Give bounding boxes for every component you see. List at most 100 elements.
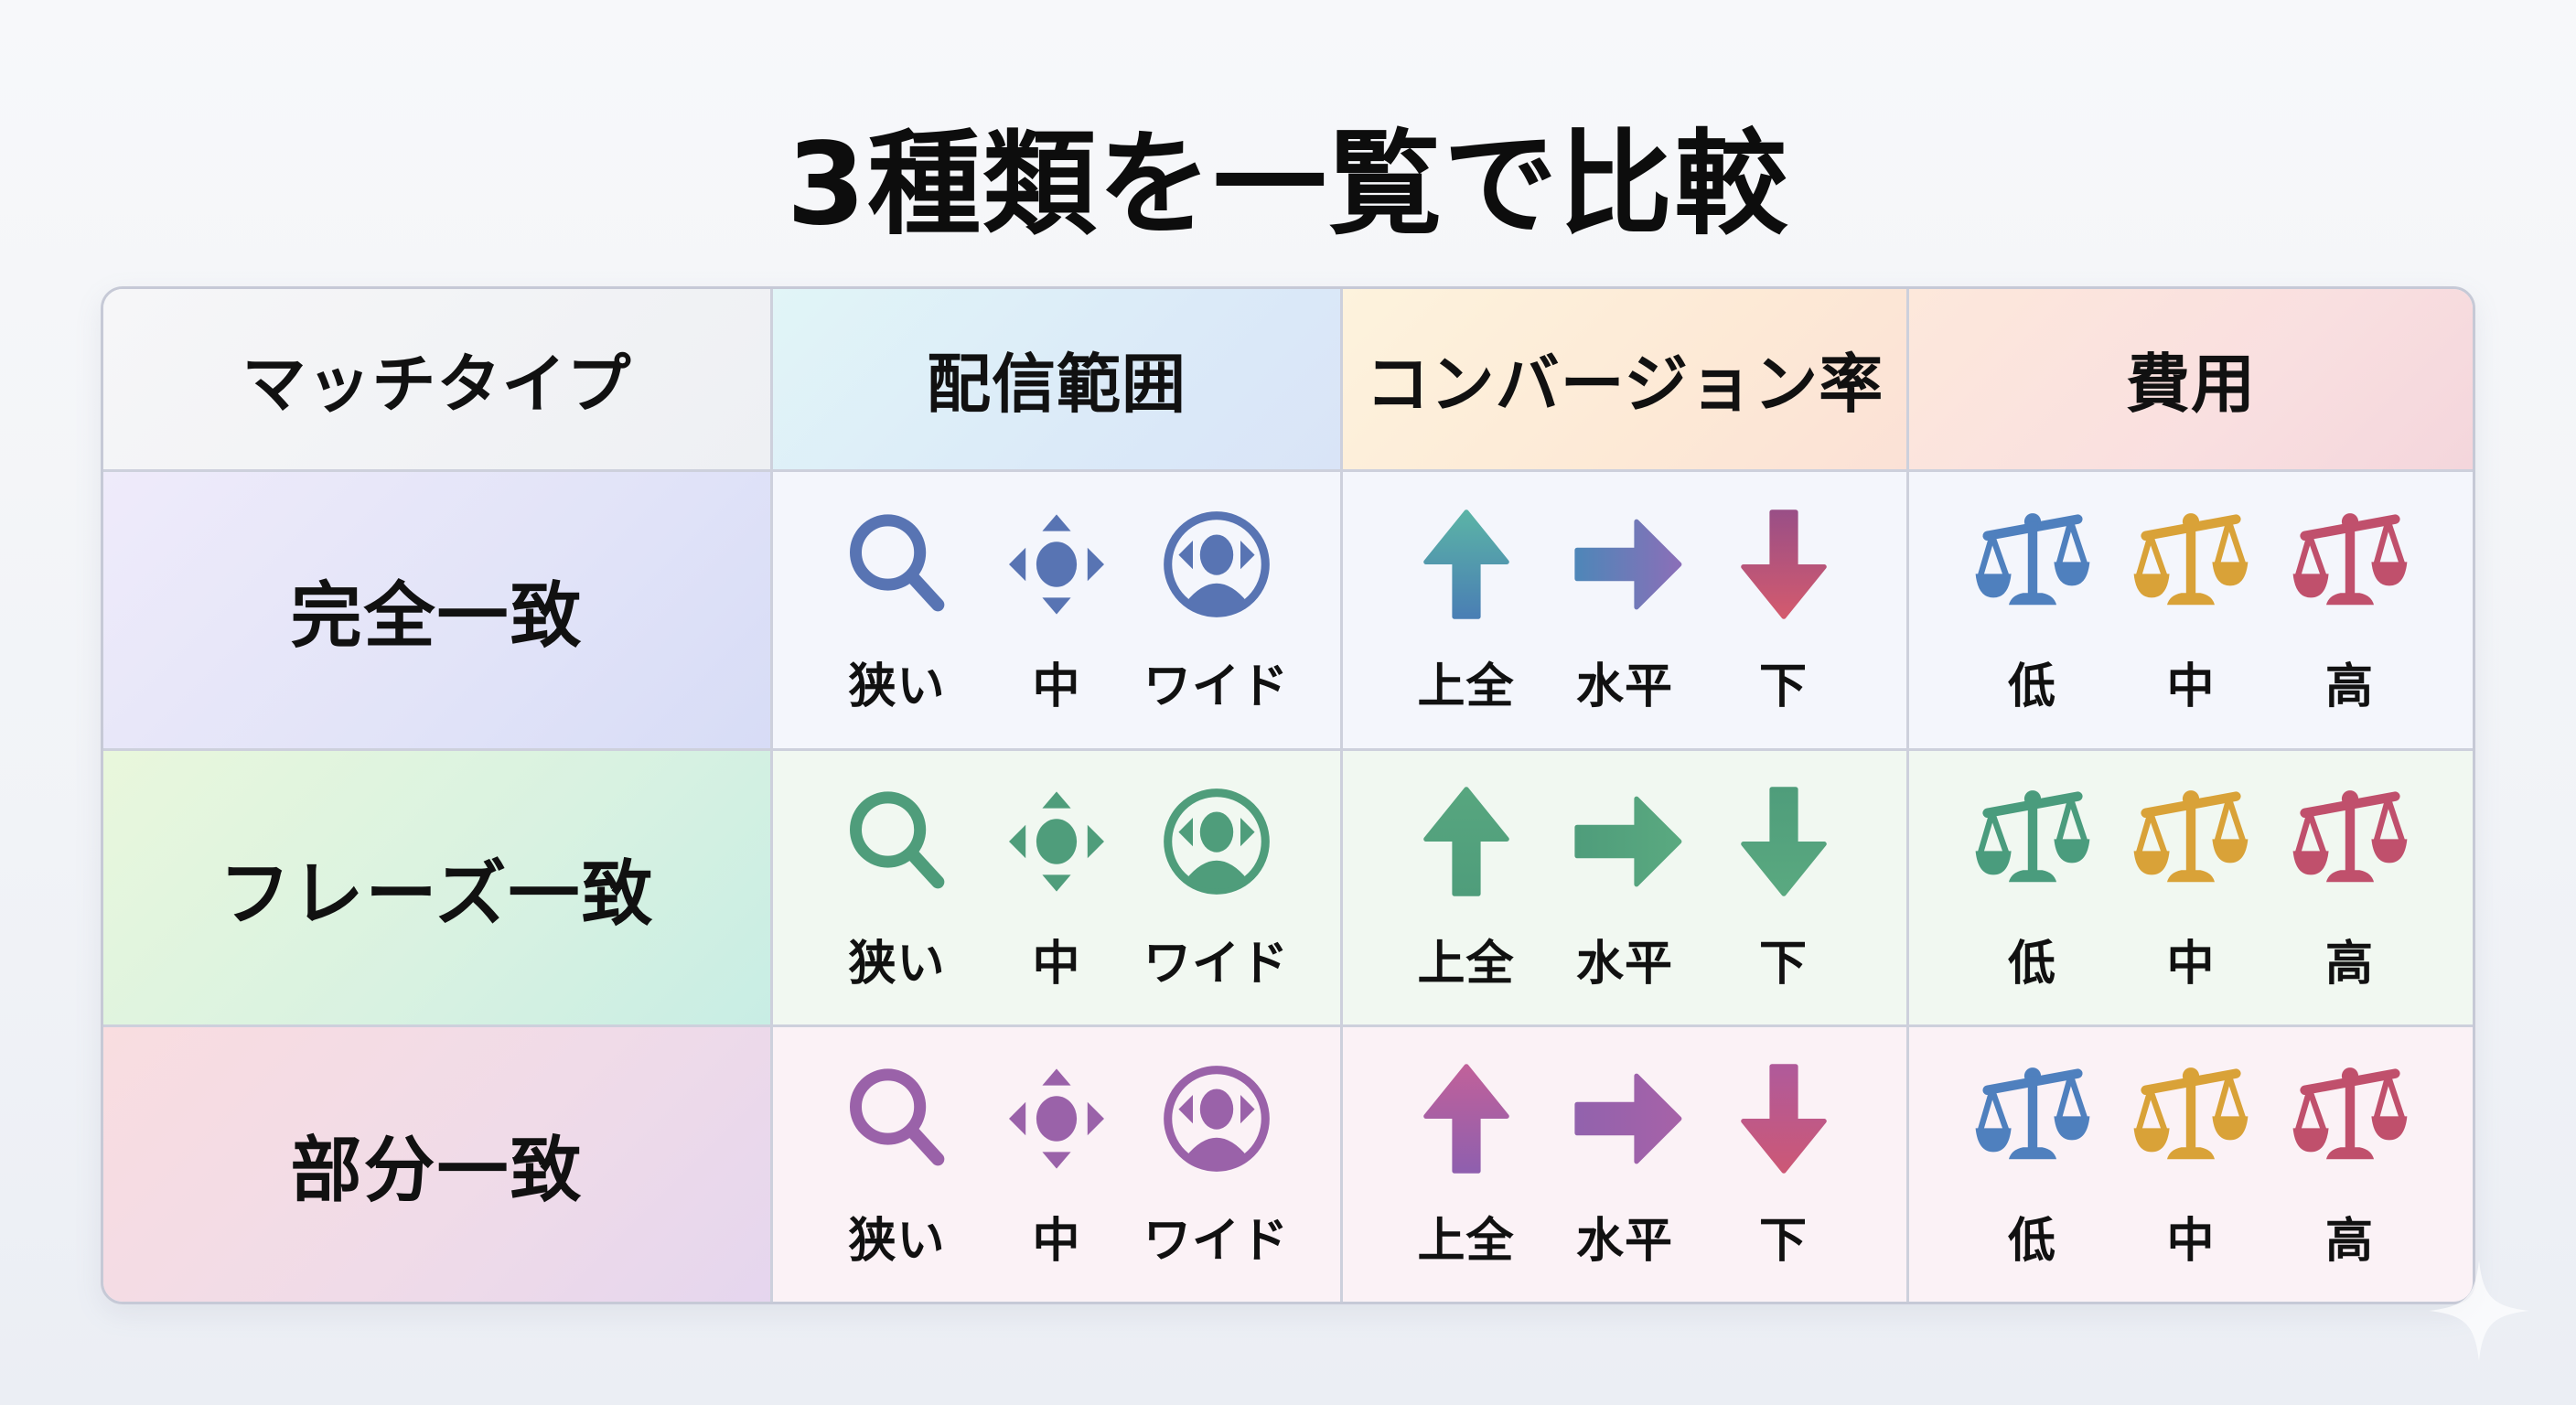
conversion-label: 下 [1758,937,1808,992]
cost-label: 低 [2007,937,2056,992]
scale-icon [1973,782,2092,901]
arrow-down-icon [1724,1059,1843,1178]
cost-label: 中 [2166,1213,2216,1269]
row-label-cell: フレーズ一致 [103,751,773,1027]
cost-item: 高 [2281,1059,2419,1271]
cost-label: 高 [2324,659,2374,714]
arrow-right-icon [1565,1059,1684,1178]
four-direction-icon [997,1059,1116,1178]
scale-icon [1973,505,2092,624]
cost-label: 中 [2166,937,2216,992]
reach-item: ワイド [1143,505,1288,716]
reach-item: ワイド [1143,782,1288,993]
arrow-down-icon [1724,782,1843,901]
cost-item: 中 [2122,782,2259,993]
wide-person-icon [1157,1059,1276,1178]
header-label: マッチタイプ [242,347,632,422]
conversion-label: 水平 [1575,659,1673,714]
cost-item: 高 [2281,782,2419,993]
reach-item: ワイド [1143,1059,1288,1271]
scale-icon [2131,1059,2250,1178]
conversion-cell: 上全 水平 下 [1343,472,1909,751]
match-type-label: フレーズ一致 [219,853,655,936]
cost-item: 中 [2122,505,2259,716]
reach-label: 中 [1032,1213,1081,1269]
four-direction-icon [997,505,1116,624]
header-match-type: マッチタイプ [103,289,773,472]
conversion-item: 水平 [1556,782,1693,993]
scale-icon [2131,505,2250,624]
header-reach: 配信範囲 [773,289,1343,472]
reach-item: 中 [988,1059,1125,1271]
conversion-item: 水平 [1556,505,1693,716]
wide-person-icon [1157,505,1276,624]
reach-cell: 狭い 中 ワイド [773,472,1343,751]
arrow-right-icon [1565,505,1684,624]
row-label-cell: 部分一致 [103,1027,773,1302]
scale-icon [1973,1059,2092,1178]
conversion-label: 下 [1758,659,1808,714]
wide-person-icon [1157,782,1276,901]
conversion-cell: 上全 水平 下 [1343,751,1909,1027]
arrow-up-icon [1407,505,1526,624]
conversion-item: 下 [1715,505,1852,716]
cost-item: 高 [2281,505,2419,716]
reach-item: 中 [988,505,1125,716]
arrow-down-icon [1724,505,1843,624]
cost-label: 高 [2324,937,2374,992]
reach-label: 中 [1032,937,1081,992]
magnifier-icon [838,782,957,901]
scale-icon [2291,505,2410,624]
reach-item: 中 [988,782,1125,993]
scale-icon [2131,782,2250,901]
conversion-label: 上全 [1417,1213,1515,1269]
arrow-up-icon [1407,782,1526,901]
reach-cell: 狭い 中 ワイド [773,1027,1343,1302]
reach-label: ワイド [1143,937,1290,992]
match-type-label: 部分一致 [290,1130,584,1212]
sparkle-watermark-icon [2429,1260,2529,1361]
header-label: コンバージョン率 [1365,347,1884,422]
conversion-label: 水平 [1575,937,1673,992]
scale-icon [2291,782,2410,901]
cost-item: 低 [1964,782,2101,993]
conversion-item: 上全 [1398,505,1535,716]
conversion-item: 下 [1715,782,1852,993]
row-label-cell: 完全一致 [103,472,773,751]
arrow-right-icon [1565,782,1684,901]
conversion-label: 水平 [1575,1213,1673,1269]
comparison-table: マッチタイプ 配信範囲 コンバージョン率 費用 完全一致 狭い 中 ワイド 上全 [101,286,2475,1304]
cost-cell: 低 中 高 [1909,1027,2473,1302]
magnifier-icon [838,1059,957,1178]
conversion-label: 下 [1758,1213,1808,1269]
header-label: 費用 [2126,347,2256,422]
magnifier-icon [838,505,957,624]
header-label: 配信範囲 [927,347,1186,422]
reach-label: ワイド [1143,1213,1290,1269]
reach-label: 中 [1032,659,1081,714]
cost-item: 低 [1964,505,2101,716]
four-direction-icon [997,782,1116,901]
cost-cell: 低 中 高 [1909,472,2473,751]
cost-label: 高 [2324,1213,2374,1269]
conversion-item: 上全 [1398,782,1535,993]
conversion-cell: 上全 水平 下 [1343,1027,1909,1302]
reach-label: 狭い [848,659,946,714]
cost-label: 低 [2007,659,2056,714]
arrow-up-icon [1407,1059,1526,1178]
match-type-label: 完全一致 [290,575,584,658]
conversion-item: 下 [1715,1059,1852,1271]
conversion-label: 上全 [1417,937,1515,992]
cost-item: 低 [1964,1059,2101,1271]
cost-item: 中 [2122,1059,2259,1271]
reach-item: 狭い [829,1059,966,1271]
reach-label: 狭い [848,1213,946,1269]
cost-label: 中 [2166,659,2216,714]
reach-item: 狭い [829,505,966,716]
page-title: 3種類を一覧で比較 [786,119,1790,251]
cost-label: 低 [2007,1213,2056,1269]
cost-cell: 低 中 高 [1909,751,2473,1027]
reach-label: 狭い [848,937,946,992]
header-cost: 費用 [1909,289,2473,472]
conversion-item: 上全 [1398,1059,1535,1271]
